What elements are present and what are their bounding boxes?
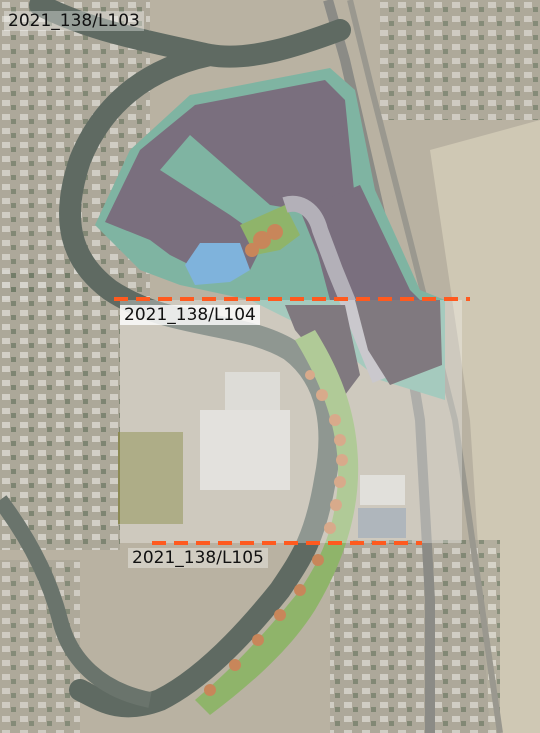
warehouse-building [225, 372, 280, 410]
warehouse-building [200, 410, 290, 490]
industrial-building [360, 475, 405, 505]
stormwater-pond [185, 243, 250, 285]
highway-east [347, 0, 503, 733]
sandy-plain [430, 120, 540, 733]
industrial-area-west [0, 270, 120, 550]
tree-canopy-group [204, 224, 348, 696]
industrial-building [358, 508, 406, 538]
oxidation-pond-north [105, 80, 355, 270]
sheet-l104-extent [120, 300, 462, 543]
access-path [282, 195, 388, 384]
industrial-area-south [330, 540, 500, 733]
sports-field [118, 432, 183, 524]
river-south [0, 495, 152, 708]
oxidation-pond-southeast [355, 300, 442, 385]
sheet-label-l104: 2021_138/L104 [120, 305, 260, 325]
sheet-label-l103: 2021_138/L103 [4, 11, 144, 31]
sheet-label-l105: 2021_138/L105 [128, 548, 268, 568]
residential-area-east [380, 0, 540, 120]
riverside-planting [195, 330, 359, 715]
